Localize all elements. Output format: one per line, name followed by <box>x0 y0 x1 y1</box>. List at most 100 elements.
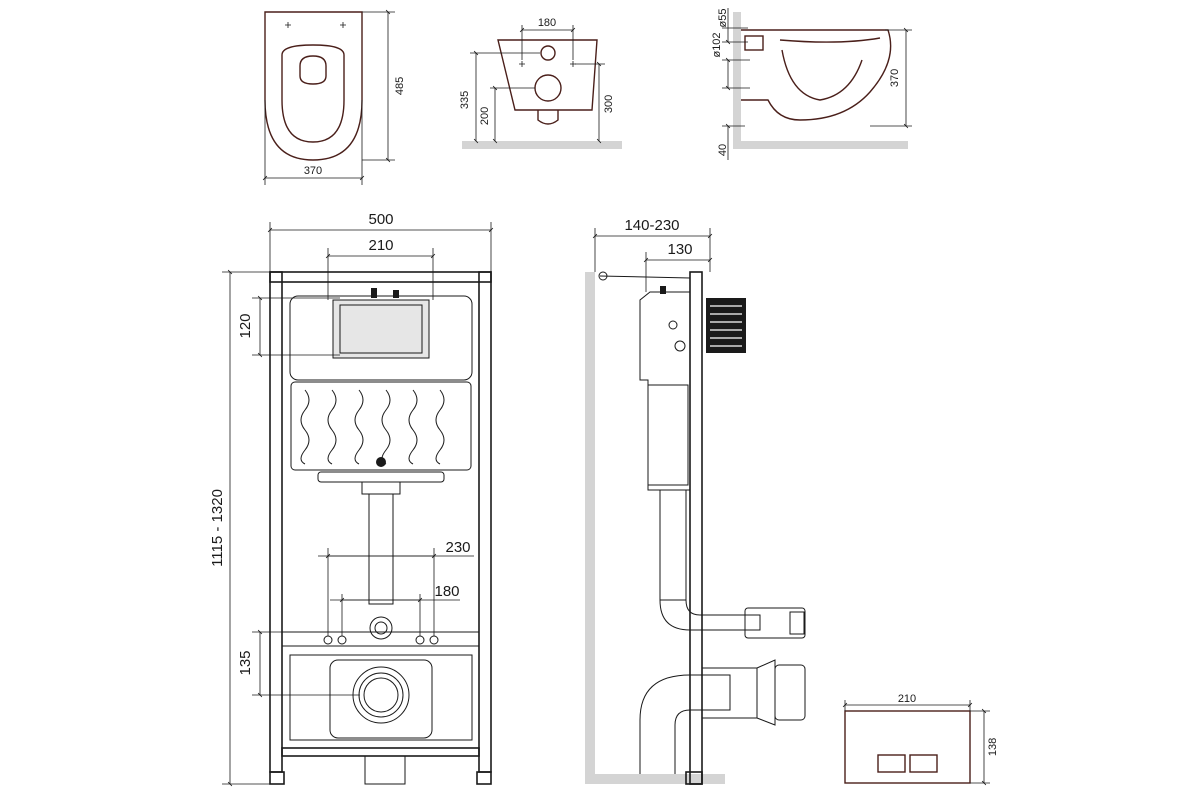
wall-anchor-rod <box>599 275 691 279</box>
dim-120: 120 <box>237 295 340 358</box>
frame-right-post <box>478 271 492 773</box>
cistern-side-fitting-1 <box>668 320 678 330</box>
flush-pipe-collar <box>361 481 401 495</box>
dim-40: 40 <box>717 123 745 160</box>
bowl-front-outlet <box>537 110 559 125</box>
side-wall <box>733 12 741 142</box>
label-plate-210: 210 <box>898 693 916 705</box>
flush-housing-lines <box>710 305 742 347</box>
stud-rail <box>281 631 480 647</box>
label-40: 40 <box>717 144 729 156</box>
side-floor <box>733 141 908 149</box>
side-drain-bend <box>639 674 731 774</box>
flush-pipe <box>368 493 394 605</box>
dim-370-side: 370 <box>870 27 912 129</box>
stud-left-outer <box>323 635 333 645</box>
bowl-side-rim <box>779 37 881 43</box>
dim-wall-depth: 140-230 <box>592 217 713 272</box>
seat-lid-hinge <box>299 55 327 85</box>
dim-plate-210: 210 <box>842 693 973 711</box>
frame-bottom-rail <box>281 747 480 757</box>
front-outlet-hole <box>534 74 562 102</box>
dim-210: 210 <box>325 237 436 300</box>
label-120: 120 <box>237 313 254 338</box>
side-flush-connector-tip <box>789 611 805 635</box>
wall-surface <box>585 272 595 784</box>
dim-370-top: 370 <box>262 100 365 185</box>
label-180: 180 <box>434 583 459 600</box>
bowl-top-view: 485 370 <box>262 9 406 185</box>
dim-frame-height: 1115 - 1320 <box>209 269 270 787</box>
cistern-side-valve <box>660 286 666 294</box>
frame-side-view: 140-230 130 <box>585 217 806 785</box>
frame-center-drain <box>364 755 406 785</box>
cistern-lower <box>290 381 472 471</box>
label-370-side: 370 <box>889 69 901 87</box>
label-500: 500 <box>368 211 393 228</box>
side-frame-foot <box>685 771 703 785</box>
frame-right-foot <box>476 771 492 785</box>
floor-surface <box>585 774 725 784</box>
seat-opening <box>281 44 345 143</box>
dim-200: 200 <box>479 85 535 144</box>
wall-anchor-bolt <box>598 271 608 281</box>
side-drain-flare <box>756 659 776 726</box>
outlet-bracket <box>289 654 473 741</box>
dim-500: 500 <box>267 211 494 272</box>
dim-depth-130: 130 <box>643 241 713 292</box>
dim-180: 180 <box>330 583 460 636</box>
dim-d55: ø55 <box>717 8 748 45</box>
cistern-side-fitting-2 <box>674 340 686 352</box>
bowl-side-view: ø55 ø102 370 40 <box>711 8 912 160</box>
side-flush-elbow <box>659 599 761 631</box>
outlet-ring-inner <box>363 677 399 713</box>
flush-button-left <box>877 754 906 773</box>
bowl-side-inner <box>781 49 863 101</box>
flush-pipe-outlet <box>369 616 393 640</box>
outlet-ring-outer <box>352 666 410 724</box>
dim-300: 300 <box>575 61 615 144</box>
label-230: 230 <box>445 539 470 556</box>
front-mount-holes <box>519 61 576 67</box>
bowl-top-outline <box>264 11 363 161</box>
label-d102: ø102 <box>711 32 723 57</box>
flush-opening-inner <box>339 304 423 354</box>
label-335: 335 <box>459 91 471 109</box>
cistern-ribs <box>300 389 445 465</box>
label-plate-138: 138 <box>987 738 999 756</box>
dim-plate-138: 138 <box>970 708 999 786</box>
label-210: 210 <box>368 237 393 254</box>
label-180-front: 180 <box>538 17 556 29</box>
flush-opening <box>332 299 430 359</box>
flush-plate-outline <box>844 710 971 784</box>
label-d55: ø55 <box>717 9 729 28</box>
bowl-side-inlet <box>744 35 764 51</box>
flush-plate: 210 138 <box>842 693 999 786</box>
bowl-front-outline <box>497 39 598 111</box>
bowl-side-outline <box>741 29 892 121</box>
dim-485: 485 <box>362 9 406 163</box>
cistern-upper <box>289 295 473 381</box>
side-drain-socket <box>701 667 758 719</box>
mount-holes <box>285 22 346 28</box>
label-135: 135 <box>237 650 254 675</box>
label-300: 300 <box>603 95 615 113</box>
frame-top-rail <box>269 271 492 283</box>
side-frame-post <box>689 271 703 785</box>
cistern-base <box>317 471 445 483</box>
label-485: 485 <box>394 77 406 95</box>
frame-left-post <box>269 271 283 773</box>
flush-housing <box>706 298 746 353</box>
stud-left-inner <box>337 635 347 645</box>
outlet-plate <box>329 659 433 739</box>
flush-button-right <box>909 754 938 773</box>
cistern-valve-left <box>371 288 377 298</box>
front-hole-top <box>540 45 556 61</box>
dim-135: 135 <box>237 629 360 698</box>
label-370-top: 370 <box>304 165 322 177</box>
front-floor <box>462 141 622 149</box>
dim-335: 335 <box>459 50 540 144</box>
dim-d102: ø102 <box>711 32 750 91</box>
side-flush-pipe <box>659 489 687 601</box>
